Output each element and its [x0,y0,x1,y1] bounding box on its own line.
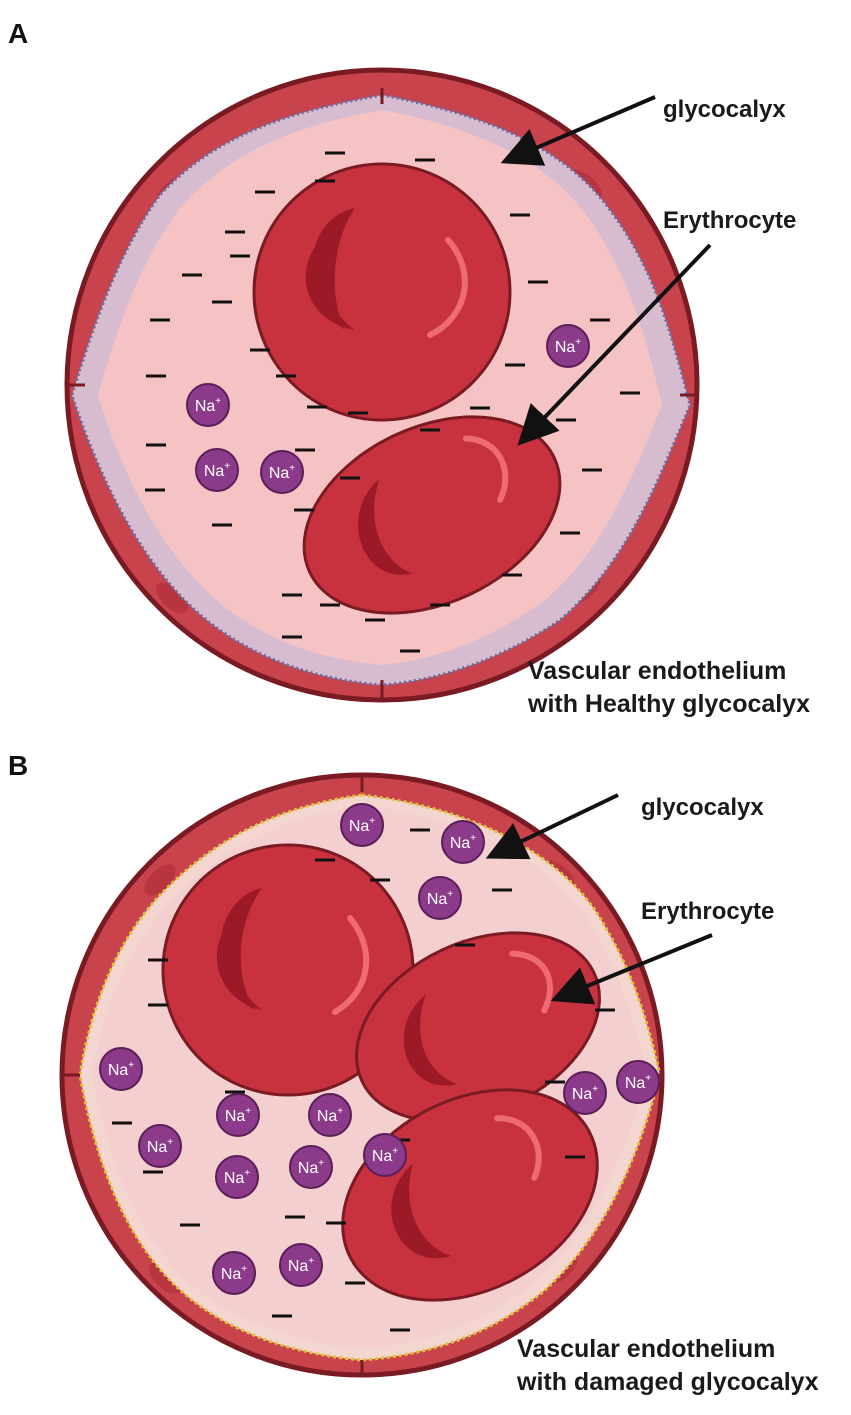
sodium-ion: Na+ [441,820,485,864]
panel-a-letter: A [8,18,29,49]
panel-b-diagram: Na+ Na+ Na+ Na+ Na+ Na+ Na+ Na+ Na+ Na+ … [59,772,713,1378]
svg-text:Na+: Na+ [108,1060,134,1079]
panel-b-letter: B [8,750,29,781]
negative-charges-b [112,828,615,1332]
caption-a-line1: Vascular endothelium [528,657,787,685]
erythrocyte-oval-a [302,415,562,615]
erythrocyte-label-a: Erythrocyte [663,207,797,234]
svg-text:Na+: Na+ [195,396,221,415]
glycocalyx-label-b: glycocalyx [641,794,764,821]
sodium-ion: Na+ [212,1251,256,1295]
svg-text:Na+: Na+ [349,816,375,835]
sodium-ion: Na+ [216,1093,260,1137]
sodium-ion: Na+ [616,1060,660,1104]
erythrocyte-oval-b2 [341,1088,599,1302]
sodium-ion: Na+ [138,1124,182,1168]
svg-text:Na+: Na+ [204,461,230,480]
sodium-ion: Na+ [563,1071,607,1115]
sodium-ion: Na+ [99,1047,143,1091]
svg-text:Na+: Na+ [372,1146,398,1165]
sodium-ion: Na+ [195,448,239,492]
sodium-ion: Na+ [363,1133,407,1177]
sodium-ion: Na+ [215,1155,259,1199]
glycocalyx-arrow-b [485,793,619,860]
svg-text:Na+: Na+ [221,1264,247,1283]
sodium-ion: Na+ [308,1093,352,1137]
svg-text:Na+: Na+ [288,1256,314,1275]
sodium-ion: Na+ [546,324,590,368]
svg-text:Na+: Na+ [147,1137,173,1156]
sodium-ion: Na+ [289,1145,333,1189]
svg-text:Na+: Na+ [317,1106,343,1125]
svg-text:Na+: Na+ [555,337,581,356]
glycocalyx-arrow-a [500,95,656,166]
sodium-ion: Na+ [418,876,462,920]
sodium-ion: Na+ [279,1243,323,1287]
erythrocyte-arrow-a [517,243,712,446]
caption-a-line2: with Healthy glycocalyx [528,690,811,718]
erythrocyte-label-b: Erythrocyte [641,898,775,925]
svg-text:Na+: Na+ [224,1168,250,1187]
sodium-ion: Na+ [186,383,230,427]
caption-b-line1: Vascular endothelium [517,1335,776,1363]
sodium-ions-b: Na+ Na+ Na+ Na+ Na+ Na+ Na+ Na+ Na+ Na+ … [99,803,660,1295]
negative-charges-a [145,151,640,653]
sodium-ions-a: Na+ Na+ Na+ Na+ [186,324,590,494]
svg-text:Na+: Na+ [450,833,476,852]
erythrocyte-oval-b1 [355,931,601,1123]
svg-text:Na+: Na+ [625,1073,651,1092]
endothelial-nucleus [156,582,188,614]
panel-a-diagram: Na+ Na+ Na+ Na+ [64,67,712,703]
svg-text:Na+: Na+ [427,889,453,908]
svg-text:Na+: Na+ [572,1084,598,1103]
caption-b-line2: with damaged glycocalyx [517,1368,819,1396]
svg-text:Na+: Na+ [225,1106,251,1125]
erythrocyte-round-a [252,162,512,422]
sodium-ion: Na+ [340,803,384,847]
sodium-ion: Na+ [260,450,304,494]
svg-text:Na+: Na+ [298,1158,324,1177]
svg-text:Na+: Na+ [269,463,295,482]
erythrocyte-arrow-b [550,933,713,1005]
glycocalyx-label-a: glycocalyx [663,96,786,123]
